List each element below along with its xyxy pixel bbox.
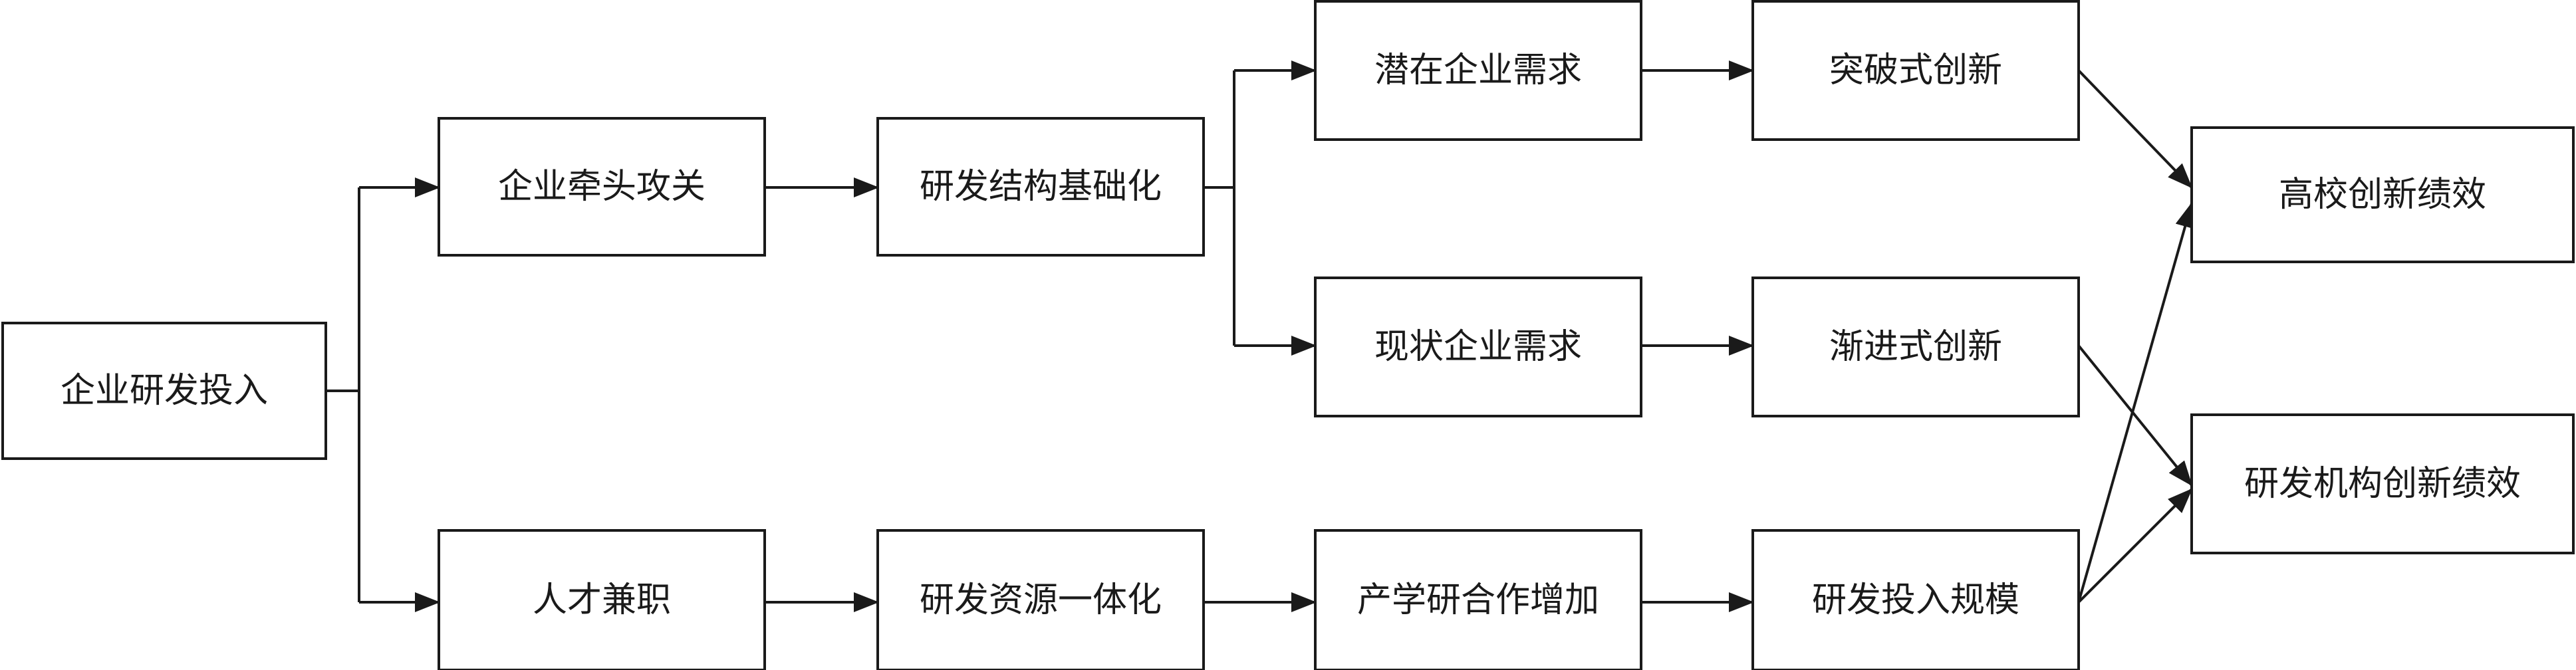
node-enterprise-rd-input: 企业研发投入 — [1, 322, 327, 460]
arrow-scale-to-institute — [2077, 488, 2193, 604]
arrow-incremental-to-institute — [2077, 344, 2193, 487]
node-enterprise-lead-tackling-label: 企业牵头攻关 — [498, 167, 706, 207]
node-institute-performance: 研发机构创新绩效 — [2190, 413, 2575, 554]
node-breakthrough-innovation: 突破式创新 — [1751, 0, 2080, 141]
arrow-scale-to-university — [2077, 202, 2195, 603]
node-university-performance-label: 高校创新绩效 — [2279, 175, 2486, 215]
node-potential-demand: 潜在企业需求 — [1314, 0, 1642, 141]
node-incremental-innovation-label: 渐进式创新 — [1829, 327, 2002, 367]
node-iur-cooperation-increase: 产学研合作增加 — [1314, 529, 1642, 670]
node-rd-resource-integration-label: 研发资源一体化 — [920, 580, 1162, 620]
node-university-performance: 高校创新绩效 — [2190, 126, 2575, 263]
node-talent-part-time: 人才兼职 — [438, 529, 766, 670]
node-breakthrough-innovation-label: 突破式创新 — [1829, 51, 2002, 90]
node-enterprise-lead-tackling: 企业牵头攻关 — [438, 117, 766, 257]
node-rd-resource-integration: 研发资源一体化 — [876, 529, 1205, 670]
node-rd-input-scale: 研发投入规模 — [1751, 529, 2080, 670]
node-rd-structure-basic-label: 研发结构基础化 — [920, 167, 1162, 207]
node-current-demand-label: 现状企业需求 — [1374, 327, 1582, 367]
node-talent-part-time-label: 人才兼职 — [533, 580, 671, 620]
node-enterprise-rd-input-label: 企业研发投入 — [61, 371, 268, 411]
node-potential-demand-label: 潜在企业需求 — [1374, 51, 1582, 90]
node-rd-input-scale-label: 研发投入规模 — [1812, 580, 2019, 620]
arrow-breakthrough-to-university — [2077, 69, 2193, 189]
node-rd-structure-basic: 研发结构基础化 — [876, 117, 1205, 257]
node-current-demand: 现状企业需求 — [1314, 277, 1642, 417]
connectors — [326, 60, 2195, 612]
node-incremental-innovation: 渐进式创新 — [1751, 277, 2080, 417]
node-iur-cooperation-increase-label: 产学研合作增加 — [1357, 580, 1599, 620]
node-institute-performance-label: 研发机构创新绩效 — [2244, 464, 2521, 504]
